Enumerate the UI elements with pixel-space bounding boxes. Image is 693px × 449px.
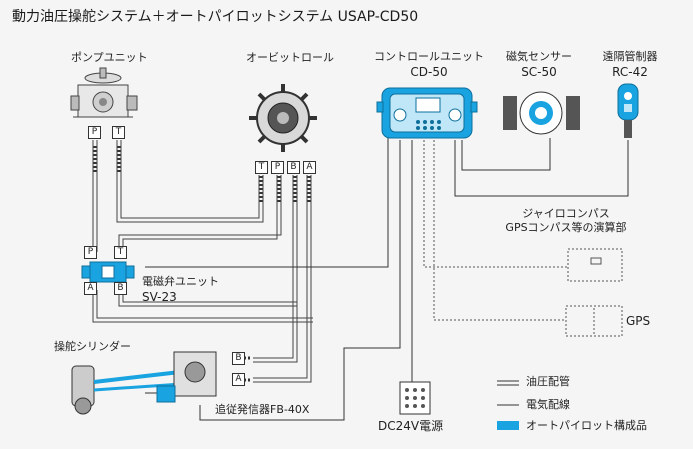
controller-model: CD-50 [410,65,448,79]
legend-autopilot: オートパイロット構成品 [526,419,647,432]
port-pump-t: T [112,126,125,139]
power-supply-drawing [399,381,431,415]
port-orbit-p: P [271,161,284,174]
controller-label: コントロールユニット [374,50,484,63]
orbit-roll-drawing [249,84,317,152]
port-sv-a: A [84,282,97,295]
magnetic-sensor-drawing [503,91,580,135]
port-sv-t: T [114,246,127,259]
gyro-label-line2: GPSコンパス等の演算部 [505,221,627,234]
remote-model: RC-42 [612,65,648,79]
orbit-roll-label: オービットロール [246,51,334,64]
magnetic-sensor-model: SC-50 [521,65,557,79]
port-sv-b: B [114,282,127,295]
remote-drawing [617,83,639,138]
cylinder-drawing [71,351,217,415]
solenoid-label: 電磁弁ユニット [142,275,219,288]
port-cyl-b: B [232,352,245,365]
magnetic-sensor-label: 磁気センサー [506,50,572,63]
remote-label: 遠隔管制器 [602,50,658,63]
port-pump-p: P [88,126,101,139]
optional-wires [423,140,568,321]
gyro-box-detail [590,257,602,265]
gps-label: GPS [626,314,651,328]
electric-wires [145,125,629,421]
page-title: 動力油圧操舵システム＋オートパイロットシステム USAP-CD50 [12,9,419,25]
controller-drawing [376,87,478,139]
cylinder-label: 操舵シリンダー [54,340,131,353]
legend-swatches [497,380,519,430]
port-cyl-a: A [232,373,245,386]
legend-hydraulic: 油圧配管 [526,375,570,388]
port-orbit-t: T [255,161,268,174]
legend-electric: 電気配線 [526,398,570,411]
port-orbit-a: A [303,161,316,174]
gyro-box [567,248,623,282]
power-label: DC24V電源 [378,419,444,433]
port-sv-p: P [84,246,97,259]
feedback-label: 追従発信器FB-40X [215,403,310,416]
solenoid-valve-drawing [81,261,135,283]
gps-box [565,305,623,337]
pump-unit-drawing [70,67,138,118]
pump-unit-label: ポンプユニット [71,51,148,64]
port-orbit-b: B [287,161,300,174]
gyro-label-line1: ジャイロコンパス [522,207,610,220]
solenoid-model: SV-23 [142,290,177,304]
